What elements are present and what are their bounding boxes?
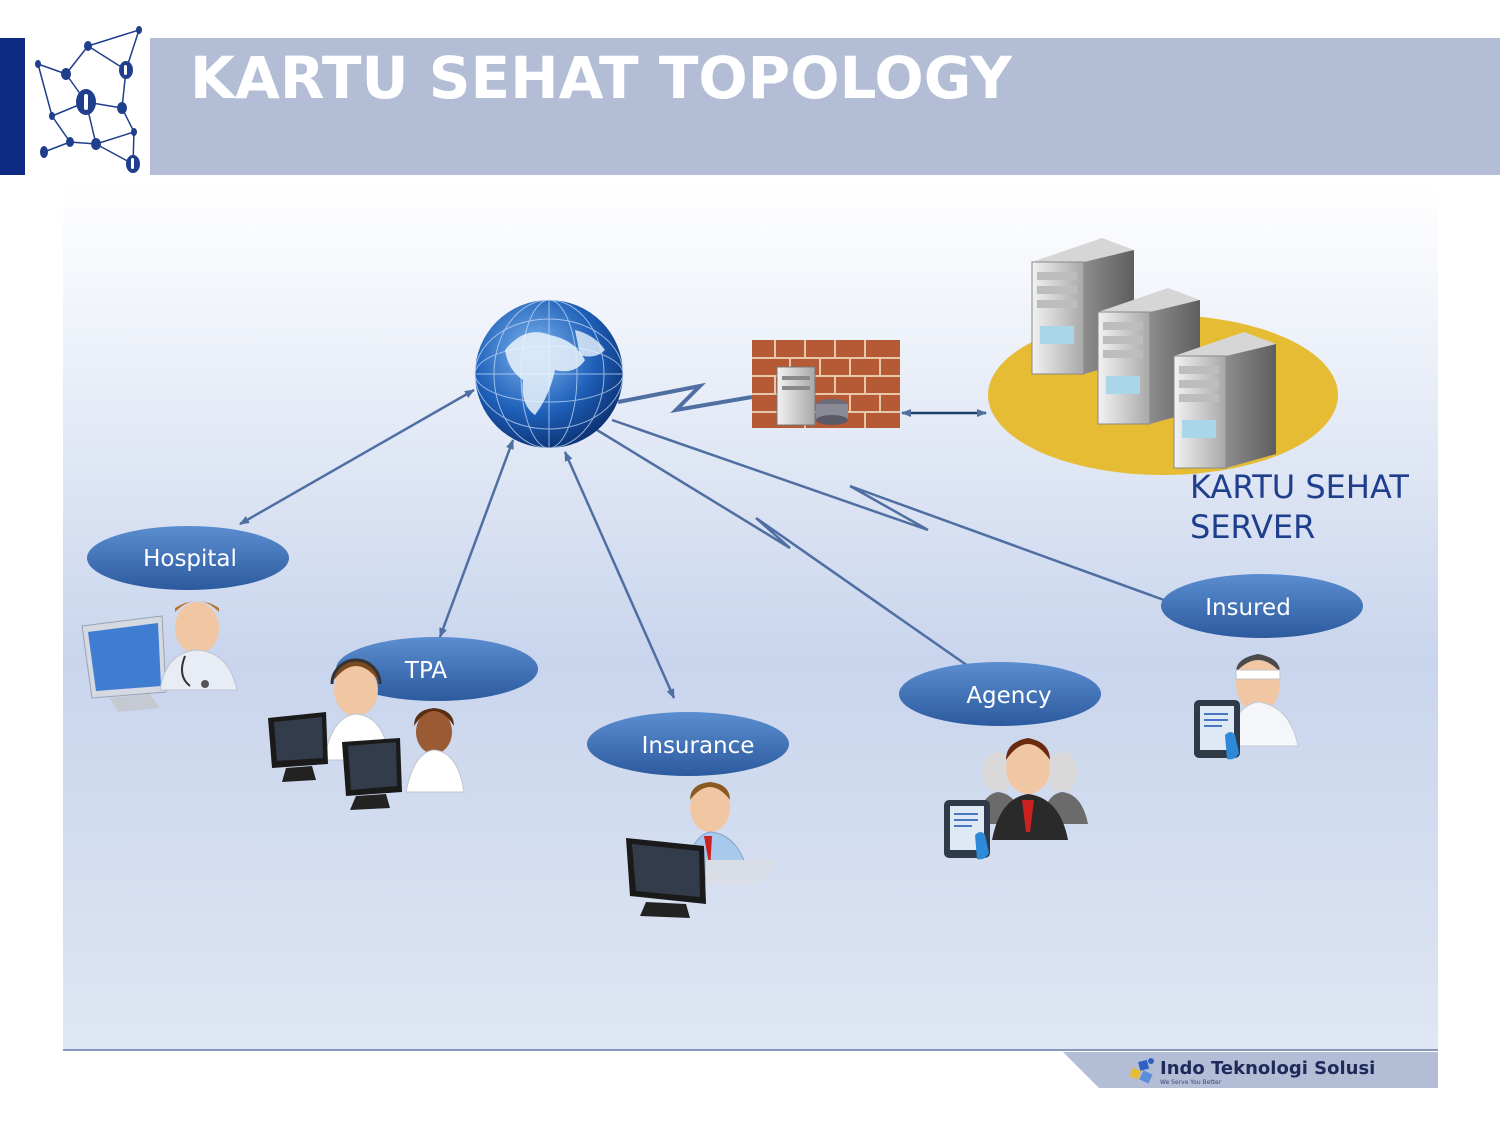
header-accent-bar: [0, 38, 25, 175]
server-tower-1-icon: [1031, 238, 1134, 375]
connectors: [239, 382, 1165, 699]
panel-bottom-rule: [63, 1049, 1438, 1051]
server-caption-line1: KARTU SEHAT: [1190, 468, 1409, 506]
connector-hospital: [239, 388, 475, 526]
server-tower-3-icon: [1173, 332, 1276, 469]
node-tpa-label: TPA: [404, 658, 447, 684]
node-hospital: Hospital: [87, 526, 289, 590]
connector-firewall: [617, 382, 753, 414]
node-agency: Agency: [899, 662, 1101, 726]
connector-insurance: [563, 451, 676, 699]
page-title: KARTU SEHAT TOPOLOGY: [190, 44, 1013, 112]
node-hospital-label: Hospital: [143, 546, 237, 572]
doctor-computer-icon: [81, 601, 238, 712]
node-insured: Insured: [1161, 574, 1363, 638]
server-caption-line2: SERVER: [1190, 508, 1315, 546]
company-logo-icon: [1129, 1058, 1154, 1084]
node-insured-label: Insured: [1205, 595, 1291, 621]
network-people-logo-icon: [35, 26, 142, 173]
node-agency-label: Agency: [966, 683, 1051, 709]
node-insurance-label: Insurance: [642, 733, 755, 759]
node-tpa: TPA: [336, 637, 538, 701]
firewall-icon: [752, 340, 900, 428]
node-insurance: Insurance: [587, 712, 789, 776]
connector-insured: [611, 418, 1165, 602]
connector-agency: [596, 428, 969, 668]
connector-tpa: [438, 439, 515, 638]
insured-patient-tablet-icon: [1194, 654, 1299, 760]
footer-band: [1063, 1052, 1438, 1088]
agency-team-tablet-icon: [944, 738, 1088, 860]
footer-tagline: We Serve You Better: [1160, 1079, 1222, 1086]
insurance-staff-computer-icon: [626, 782, 778, 918]
internet-globe-icon: [474, 299, 624, 449]
call-center-agents-icon: [268, 658, 465, 810]
header-band: KARTU SEHAT TOPOLOGY: [150, 38, 1500, 175]
footer-company-name: Indo Teknologi Solusi: [1160, 1058, 1376, 1079]
server-cluster-icon: [988, 238, 1338, 475]
